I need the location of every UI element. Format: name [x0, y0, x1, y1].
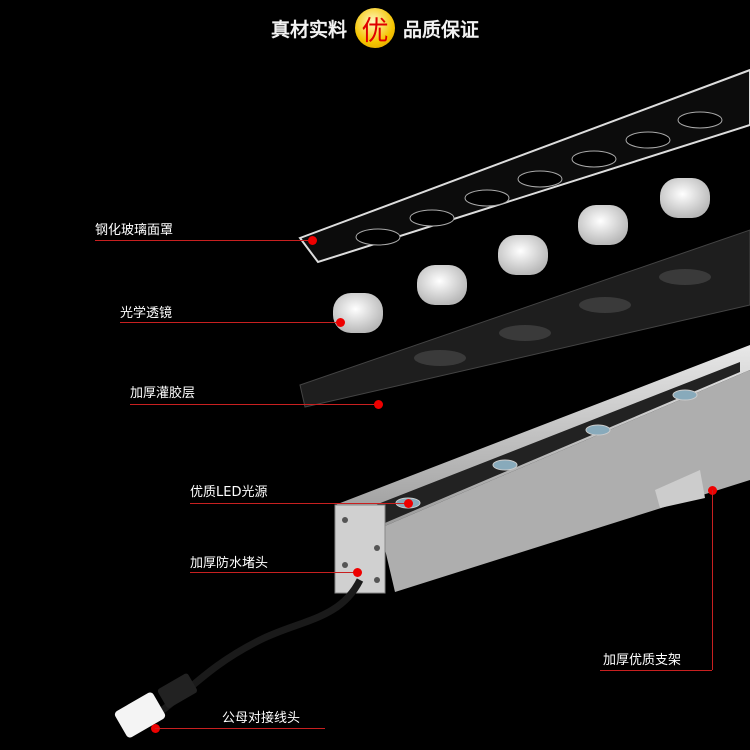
callout-line — [190, 572, 357, 573]
callout-line — [600, 670, 712, 671]
callout-line — [95, 240, 312, 241]
header-left: 真材实料 — [270, 18, 347, 41]
callout-dot — [308, 236, 317, 245]
callout-line — [120, 322, 340, 323]
callout-dot — [336, 318, 345, 327]
callout-line — [712, 490, 713, 670]
callout-led-source: 优质LED光源 — [190, 485, 268, 500]
potting-layer-strip — [299, 229, 750, 408]
connector-plug — [114, 692, 166, 738]
quality-badge: 优 — [355, 8, 395, 48]
callout-dot — [404, 499, 413, 508]
callout-end-cap: 加厚防水堵头 — [190, 556, 269, 571]
callout-line — [130, 404, 378, 405]
lens-row — [333, 178, 710, 333]
callout-dot — [353, 568, 362, 577]
callout-bracket: 加厚优质支架 — [603, 653, 682, 668]
bracket — [655, 470, 705, 508]
header-right: 品质保证 — [403, 18, 480, 41]
callout-line — [190, 503, 408, 504]
callout-dot — [374, 400, 383, 409]
glass-cover-strip — [298, 68, 750, 264]
callout-glass-cover: 钢化玻璃面罩 — [95, 223, 174, 238]
header-banner: 真材实料 优 品质保证 — [0, 8, 750, 48]
aluminum-bar — [334, 345, 750, 594]
callout-connector: 公母对接线头 — [222, 711, 301, 726]
callout-line — [155, 728, 325, 729]
callout-potting-layer: 加厚灌胶层 — [130, 386, 196, 401]
callout-optical-lens: 光学透镜 — [120, 306, 173, 321]
